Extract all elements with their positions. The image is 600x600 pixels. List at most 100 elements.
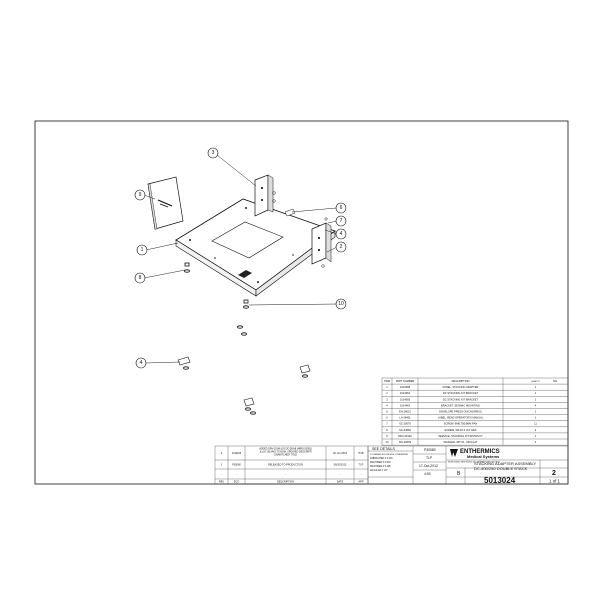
balloon-7: 7 bbox=[335, 215, 347, 227]
exploded-assembly: 3 9 6 7 4 2 1 8 10 4 bbox=[134, 147, 347, 415]
revision-cell-desc: ADDED SPH-20146 LID DC-DVH8 (48RS-20091)… bbox=[259, 447, 312, 456]
bom-cell-qty: 4 bbox=[535, 428, 537, 432]
bom-cell-qty: 1 bbox=[535, 416, 537, 420]
bom-cell-part: 1014068 bbox=[400, 385, 411, 389]
drawing-border bbox=[34, 120, 569, 485]
revision-cell-apr: - bbox=[361, 473, 362, 476]
tolerance-line-3: MACHINED ± 0.005 bbox=[370, 465, 391, 468]
revision-cell-desc: - bbox=[285, 473, 286, 476]
svg-text:4: 4 bbox=[140, 360, 143, 366]
top-bracket-part bbox=[254, 174, 276, 217]
bom-cell-item: 1 bbox=[386, 385, 388, 389]
side-bracket-part bbox=[311, 217, 332, 268]
bom-cell-part: SC-24869 bbox=[399, 428, 411, 432]
revision-row: ----- bbox=[221, 473, 362, 476]
bom-cell-qty: 11 bbox=[534, 422, 537, 426]
revision-cell-date: - bbox=[340, 473, 341, 476]
bom-row: 10 WA-20093 WASHER, 3/8" ID, .030 FLAT 4 bbox=[386, 440, 537, 444]
balloon-9: 9 bbox=[134, 189, 146, 201]
bom-cell-desc: SCREW, 3/8-16 X 3/4" HEX bbox=[444, 428, 476, 432]
bom-cell-qty: 1 bbox=[535, 434, 537, 438]
svg-text:1: 1 bbox=[141, 247, 144, 253]
bom-cell-item: 3 bbox=[386, 397, 388, 401]
bom-header-cell: QUANTITY bbox=[531, 380, 541, 383]
bom-row: 8 SC-24869 SCREW, 3/8-16 X 3/4" HEX 4 bbox=[386, 428, 537, 432]
svg-text:4: 4 bbox=[340, 231, 343, 237]
company-division: Medical Systems bbox=[467, 454, 500, 459]
bom-cell-desc: SERVICE, STACKING KIT INSTRUCT bbox=[438, 434, 483, 438]
bom-cell-part: EN-28012 bbox=[399, 409, 411, 413]
drawing-title-line-2: DC-400/250 DOUBLE STACK bbox=[474, 466, 528, 471]
see-details-label: SEE DETAILS bbox=[372, 447, 396, 451]
title-scale: 4:50 bbox=[424, 472, 431, 476]
revision-cell-date: 06/20/2013 bbox=[334, 464, 347, 467]
revision-number: 2 bbox=[552, 470, 556, 477]
title-eco: P30080 bbox=[424, 448, 436, 452]
balloon-1: 1 bbox=[136, 244, 148, 256]
revision-cell-date: 20 Jun 2019 bbox=[333, 452, 347, 455]
company-logo bbox=[450, 449, 458, 457]
bom-cell-desc: SCREW, 6M8,75/16MM PAN bbox=[444, 422, 478, 426]
svg-text:7: 7 bbox=[340, 218, 343, 224]
balloon-2: 2 bbox=[335, 241, 347, 253]
svg-text:10: 10 bbox=[338, 301, 344, 307]
revision-header-cell: DESCRIPTION bbox=[277, 481, 294, 484]
seismic-bracket-hardware bbox=[177, 356, 311, 415]
sheet-count: 1 of 1 bbox=[549, 479, 561, 484]
drawing-number: 5013024 bbox=[484, 476, 516, 485]
bom-cell-item: 5 bbox=[386, 409, 388, 413]
bom-row: 2 1014064 DC STACKING KIT BRACKET 1 bbox=[386, 391, 537, 395]
balloon-4-upper: 4 bbox=[335, 228, 347, 240]
bom-cell-qty: 4 bbox=[535, 440, 537, 444]
bom-cell-qty: 1 bbox=[535, 391, 537, 395]
label-part bbox=[284, 208, 296, 217]
balloon-3: 3 bbox=[207, 147, 219, 159]
bom-cell-desc: DC STACKING KIT BRACKET bbox=[443, 397, 479, 401]
bom-cell-item: 7 bbox=[386, 422, 388, 426]
balloon-8: 8 bbox=[134, 272, 146, 284]
bom-cell-item: 9 bbox=[386, 434, 388, 438]
bom-cell-qty: 1 bbox=[535, 385, 537, 389]
bom-cell-desc: DC STACKING KIT BRACKET bbox=[443, 391, 479, 395]
bom-cell-part: 1014463 bbox=[400, 403, 411, 407]
revision-header-cell: DATE bbox=[337, 481, 344, 484]
bom-cell-part: WA-20093 bbox=[399, 440, 412, 444]
revision-cell-eco: - bbox=[236, 473, 237, 476]
drawing-title-line-1: STACKING ADAPTER ASSEMBLY bbox=[474, 461, 536, 466]
bom-cell-item: 4 bbox=[386, 403, 388, 407]
bom-cell-item: 2 bbox=[386, 391, 388, 395]
tolerance-line-2: MACHINED ± 0.010 bbox=[370, 461, 391, 464]
bom-cell-part: LA-36401 bbox=[399, 416, 411, 420]
company-name: ENTHERMICS bbox=[460, 449, 500, 455]
bom-cell-item: 8 bbox=[386, 428, 388, 432]
bom-cell-part: 1014064 bbox=[400, 391, 411, 395]
revision-header-cell: REV bbox=[219, 481, 224, 484]
revision-cell-eco: 1011166 bbox=[232, 452, 242, 455]
bom-cell-desc: LABEL, READ OPERATOR'S MANUAL bbox=[438, 416, 484, 420]
bom-header-cell: DESCRIPTION bbox=[452, 379, 470, 383]
revision-cell-rev: - bbox=[221, 473, 222, 476]
instruction-sheet-part bbox=[147, 176, 184, 230]
svg-text:8: 8 bbox=[139, 275, 142, 281]
doc-corner-label: SH bbox=[553, 379, 557, 383]
title-drawn-by: TLP bbox=[426, 456, 433, 460]
revision-header-cell: APP bbox=[358, 481, 363, 484]
bom-cell-qty: 4 bbox=[535, 403, 537, 407]
company-address: W193 N13461 WESTWOOD DR, GERMANTOWN, WI … bbox=[448, 461, 500, 464]
bom-cell-item: 10 bbox=[386, 440, 389, 444]
balloon-4-lower: 4 bbox=[135, 357, 147, 369]
bom-header-cell: PART NUMBER bbox=[396, 379, 415, 383]
bom-cell-item: 6 bbox=[386, 416, 388, 420]
bom-cell-desc: WASHER, 3/8" ID, .030 FLAT bbox=[444, 440, 478, 444]
revision-cell-desc: RELEASED TO PRODUCTION bbox=[268, 464, 303, 467]
panel-screw-hardware bbox=[184, 262, 249, 336]
svg-text:3: 3 bbox=[212, 150, 215, 156]
balloon-6: 6 bbox=[335, 202, 347, 214]
